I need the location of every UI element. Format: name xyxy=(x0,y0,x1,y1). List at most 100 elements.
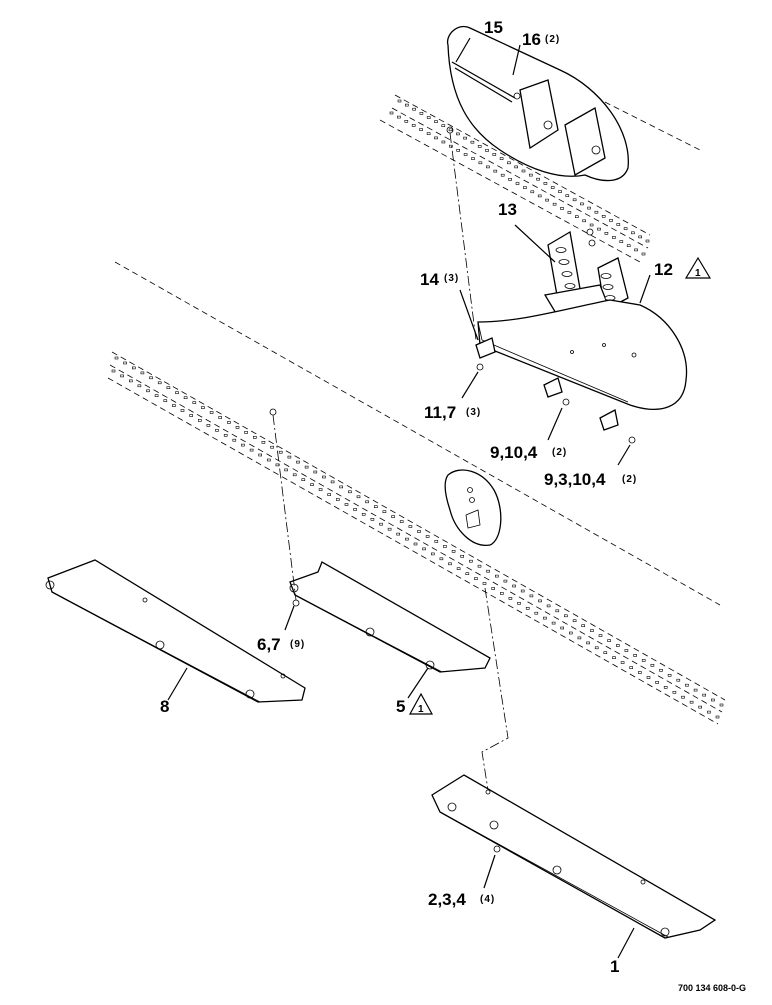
rail-hole xyxy=(356,495,361,499)
rail-hole xyxy=(499,157,504,160)
rail-hole xyxy=(209,411,214,414)
rail-hole xyxy=(434,540,439,543)
rail-hole xyxy=(330,480,335,484)
shield-part-5 xyxy=(289,561,491,673)
rail-hole xyxy=(655,681,659,684)
rail-hole xyxy=(370,517,375,521)
rail-hole xyxy=(500,173,505,177)
callout-6-7-qty: (9) xyxy=(290,639,305,650)
rail-hole xyxy=(405,537,409,541)
rail-hole xyxy=(537,194,542,198)
rail-hole xyxy=(560,207,564,210)
rail-hole xyxy=(586,641,590,645)
rail-hole xyxy=(581,624,586,628)
rail-hole xyxy=(253,435,257,439)
rail-hole xyxy=(587,206,591,210)
rail-hole xyxy=(552,202,557,206)
rail-hole xyxy=(313,470,318,474)
rail-hole xyxy=(534,611,539,615)
rail-hole xyxy=(474,577,478,580)
rail-hole xyxy=(361,512,366,516)
rail-hole xyxy=(503,579,508,583)
tray-part-12 xyxy=(477,299,688,410)
rail-hole xyxy=(456,132,460,136)
rail-hole xyxy=(296,460,300,464)
rail-hole xyxy=(536,177,540,181)
rail-hole xyxy=(425,535,430,538)
rail-hole xyxy=(241,443,245,447)
rail-hole xyxy=(646,676,651,679)
rail-hole xyxy=(512,584,516,588)
rail-hole xyxy=(624,649,629,652)
rail-hole xyxy=(590,629,594,632)
rail-hole xyxy=(137,384,142,388)
rail-hole xyxy=(698,705,703,709)
rail-hole xyxy=(681,695,685,699)
rail-hole xyxy=(198,419,202,422)
rail-hole xyxy=(520,589,525,593)
rail-hole xyxy=(206,424,211,427)
rail-hole xyxy=(301,478,306,482)
rail-hole xyxy=(443,545,447,548)
rail-hole xyxy=(545,198,549,202)
rail-hole xyxy=(154,394,159,398)
rail-hole xyxy=(572,198,577,202)
rail-hole xyxy=(448,144,453,148)
bracket-slot xyxy=(558,259,570,265)
callout-8: 8 xyxy=(160,697,169,716)
rail-hole xyxy=(149,376,153,380)
rail-hole xyxy=(607,639,611,642)
rail-hole xyxy=(463,153,468,156)
rail-hole xyxy=(192,401,197,404)
rail-hole xyxy=(626,244,631,247)
rail-hole xyxy=(365,500,369,504)
rail-hole xyxy=(601,215,606,218)
note-triangle-12 xyxy=(684,256,712,279)
rail-hole xyxy=(287,455,292,459)
rail-hole xyxy=(659,668,663,672)
rail-hole xyxy=(528,173,533,177)
rail-hole xyxy=(508,597,513,600)
rail-hole xyxy=(612,656,616,660)
rail-hole xyxy=(568,631,573,635)
rail-hole xyxy=(672,690,677,694)
rail-hole xyxy=(603,651,608,655)
callout-15: 15 xyxy=(484,18,503,37)
rail-hole xyxy=(408,525,413,528)
rail-hole xyxy=(685,683,689,687)
rail-hole xyxy=(550,186,555,189)
rail-hole xyxy=(278,450,283,454)
rail-hole xyxy=(275,463,280,467)
callout-16-qty: (2) xyxy=(545,34,560,45)
rail-hole xyxy=(373,505,378,509)
rail-hole xyxy=(560,626,565,630)
rail-hole xyxy=(426,116,431,119)
rail-hole xyxy=(546,604,551,608)
rail-hole xyxy=(558,190,562,193)
rail-hole xyxy=(422,547,426,551)
rail-hole xyxy=(451,549,456,553)
rail-hole xyxy=(594,210,599,214)
rail-hole xyxy=(634,248,638,252)
rail-hole xyxy=(235,426,240,429)
rail-hole xyxy=(456,149,461,152)
tray-clips xyxy=(475,337,636,444)
rail-hole xyxy=(577,636,582,640)
rail-hole xyxy=(597,227,601,231)
rail-hole xyxy=(515,182,520,185)
rail-hole xyxy=(111,369,116,373)
rail-hole xyxy=(580,202,584,206)
bracket-slot xyxy=(555,247,567,253)
clip-detail-inset xyxy=(444,469,502,546)
rail-hole xyxy=(318,488,323,491)
rail-hole xyxy=(412,107,416,111)
rail-hole xyxy=(391,515,395,518)
rail-hole xyxy=(574,215,579,218)
callout-14: 14 xyxy=(420,270,439,289)
rail-hole xyxy=(551,621,556,625)
callout-12-note: 1 xyxy=(695,268,702,279)
callout-labels: 15 16 (2) 13 12 1 14 (3) 11,7 (3) 9,10,4… xyxy=(160,18,746,993)
rail-hole xyxy=(486,165,490,169)
rail-hole xyxy=(146,389,150,393)
callout-1: 1 xyxy=(610,957,619,976)
